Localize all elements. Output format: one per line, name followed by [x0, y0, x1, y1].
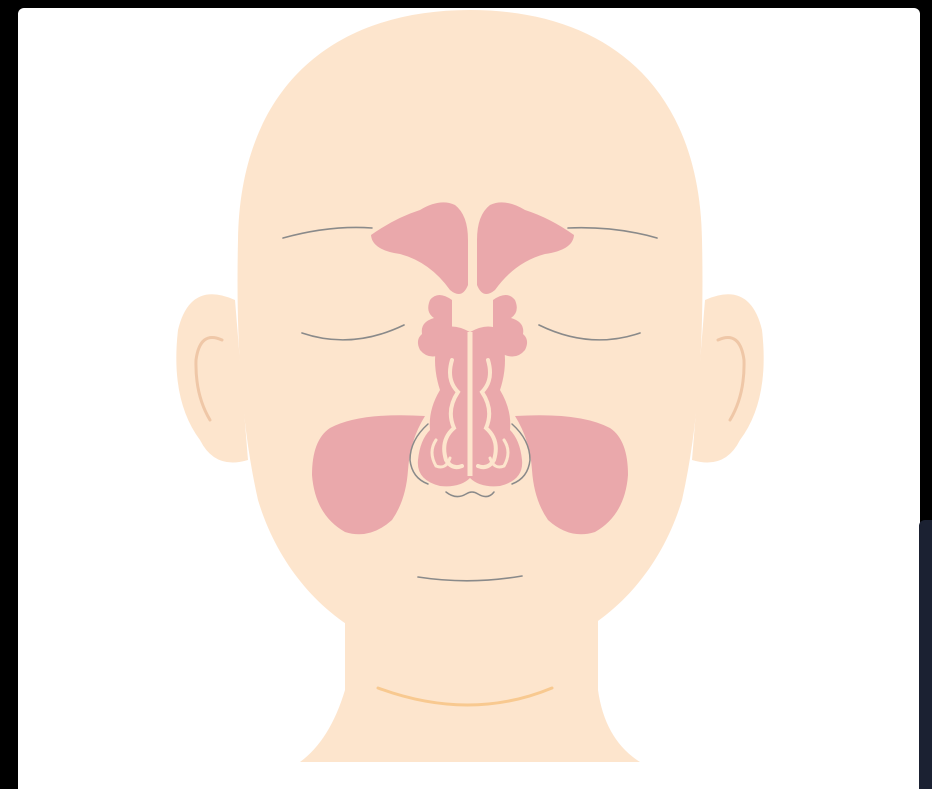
- left-ear: [176, 294, 248, 462]
- right-ear: [692, 294, 764, 462]
- illustration-panel: [18, 8, 920, 789]
- face-illustration: [18, 8, 920, 789]
- side-panel-edge: [919, 520, 932, 789]
